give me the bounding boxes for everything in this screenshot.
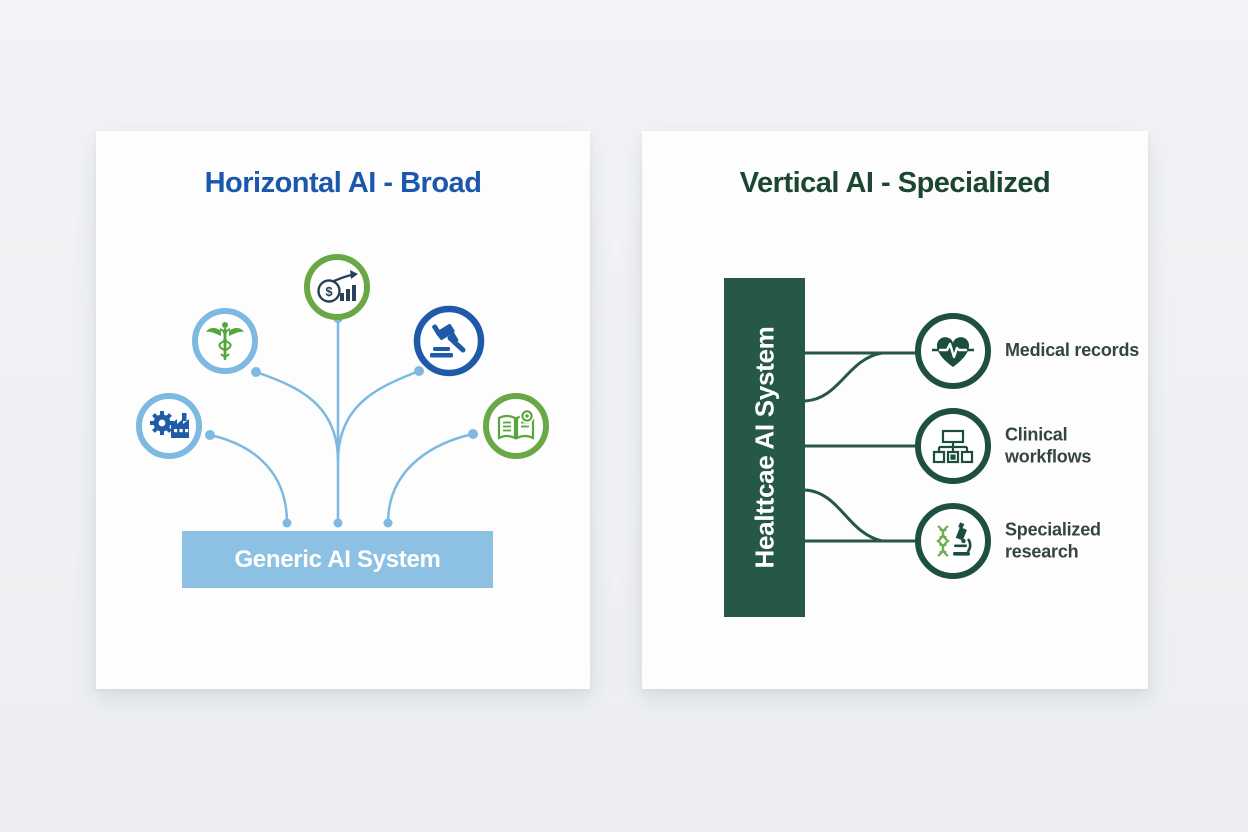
item-label-clinical-workflows: Clinical workflows [1005, 424, 1092, 466]
vertical-ai-card: Vertical AI - Specialized Healttcae AI S… [642, 131, 1148, 689]
gear-factory-icon [136, 393, 202, 459]
vertical-ai-diagram [804, 313, 991, 579]
connector-lines [209, 318, 474, 524]
dna-microscope-icon [915, 503, 991, 579]
item-label-specialized-research: Specialized research [1005, 519, 1101, 561]
horizontal-ai-diagram: $ [136, 254, 549, 528]
generic-ai-system-box: Generic AI System [182, 531, 493, 588]
open-book-icon [483, 393, 549, 459]
item-label-medical-records: Medical records [1005, 340, 1140, 361]
horizontal-ai-card: $ [96, 131, 590, 689]
caduceus-icon [192, 308, 258, 374]
gavel-icon [413, 305, 485, 377]
healthcare-ai-system-bar: Healttcae AI System [724, 278, 805, 617]
page-title-horizontal: Horizontal AI - Broad [204, 167, 482, 199]
svg-text:$: $ [325, 284, 333, 299]
healthcare-ai-system-label: Healttcae AI System [749, 326, 779, 569]
finance-chart-icon: $ [304, 254, 370, 320]
page-title-vertical: Vertical AI - Specialized [739, 167, 1051, 199]
connector-lines [804, 351, 918, 543]
workflow-hierarchy-icon [915, 408, 991, 484]
heart-pulse-icon [915, 313, 991, 389]
